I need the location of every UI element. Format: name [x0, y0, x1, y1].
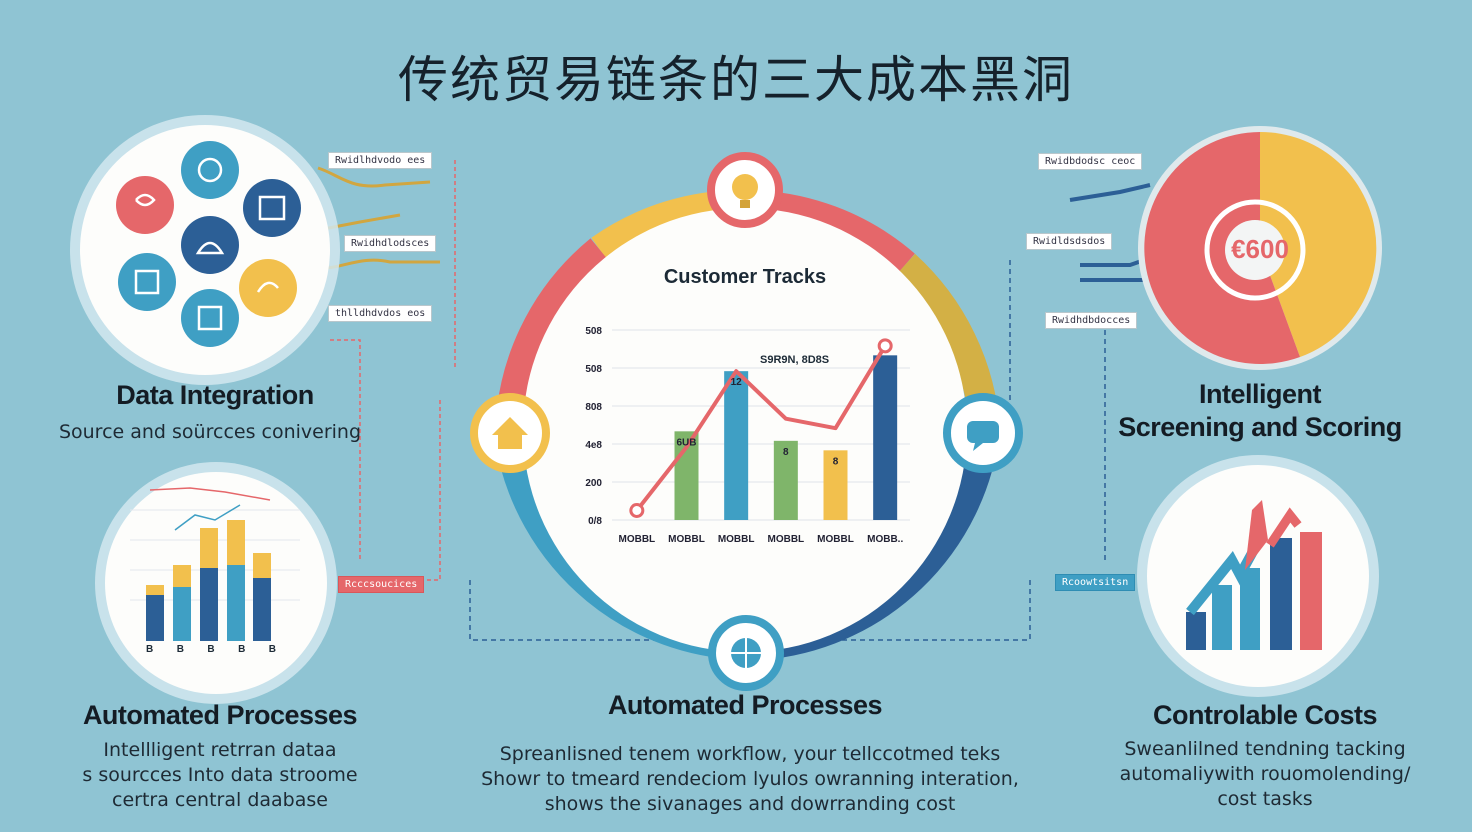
chart-x-tick: MOBBL [817, 534, 854, 545]
chart-data-label: 6UB [676, 437, 696, 448]
intelligent-tag-1: Rwidbdodsc ceoc [1038, 153, 1143, 170]
automated-left-bar-labels: B B B B B [146, 644, 276, 655]
desc-line: cost tasks [1217, 788, 1313, 810]
bar-label: B [238, 644, 246, 655]
chart-y-tick: 808 [585, 402, 602, 413]
data-integration-desc: Source and soürcces conivering [58, 421, 362, 443]
chart-title: Customer Tracks [663, 266, 827, 288]
intelligent-heading: Intelligent Screening and Scoring [1110, 378, 1410, 444]
desc-line: automaliywith rouomolending/ [1119, 763, 1411, 785]
house-icon [492, 417, 528, 449]
chart-y-tick: 508 [585, 326, 602, 337]
page-title: 传统贸易链条的三大成本黑洞 [398, 51, 1074, 109]
lightbulb-icon [732, 174, 758, 208]
chart-line-point [629, 503, 645, 518]
chart-line-point [877, 338, 893, 354]
chart-data-label: 8 [783, 447, 789, 458]
heading-line: Screening and Scoring [1118, 412, 1402, 442]
globe-node [708, 615, 784, 691]
heading-line: Intelligent [1199, 379, 1322, 409]
lightbulb-node [707, 152, 783, 228]
automated-center-desc: Spreanlisned tenem workflow, your tellcc… [470, 742, 1030, 817]
bar-label: B [268, 644, 276, 655]
automated-left-desc: Intellligent retrran dataa s sourcces In… [50, 738, 390, 813]
data-integration-tag-3: thlldhdvdos eos [328, 305, 433, 322]
chart-y-tick: 508 [585, 364, 602, 375]
globe-icon [731, 638, 761, 668]
chart-data-label: 8 [833, 456, 839, 467]
bar-label: B [146, 644, 154, 655]
controlable-desc: Sweanlilned tendning tacking automaliywi… [1085, 737, 1445, 812]
desc-line: Showr to tmeard rendeciom lyulos owranni… [481, 768, 1019, 790]
controlable-heading: Controlable Costs [1152, 700, 1378, 730]
automated-left-heading: Automated Processes [82, 700, 358, 730]
center-left-tag: Rcccsoucices [338, 576, 425, 593]
intelligent-tag-3: Rwidhdbdocces [1045, 312, 1138, 329]
chart-x-tick: MOBBL [718, 534, 755, 545]
desc-line: certra central daabase [112, 789, 328, 811]
chart-legend-text: S9R9N, 8D8S [760, 354, 830, 366]
house-node [470, 393, 550, 473]
controlable-tag: Rcoowtsitsn [1055, 574, 1136, 591]
desc-line: s sourcces Into data stroome [82, 764, 358, 786]
chat-icon [967, 421, 999, 451]
chart-bar [773, 440, 798, 520]
data-integration-heading: Data Integration [116, 380, 314, 410]
chart-line-series [635, 344, 887, 512]
desc-line: shows the sivanages and dowrranding cost [544, 793, 956, 815]
automated-center-heading: Automated Processes [607, 690, 883, 720]
chart-x-tick: MOBBL [668, 534, 705, 545]
bar-label: B [176, 644, 184, 655]
chart-x-tick: MOBBL [767, 534, 804, 545]
chart-y-tick: 4e8 [585, 440, 602, 451]
chart-x-tick: MOBBL [618, 534, 655, 545]
intelligent-tag-2: Rwidldsdsdos [1026, 233, 1113, 250]
chart-data-label: 12 [731, 377, 743, 388]
gauge-value: €600 [1231, 234, 1289, 264]
data-integration-tag-2: Rwidhdlodsces [344, 235, 437, 252]
chat-node [943, 393, 1023, 473]
desc-line: Spreanlisned tenem workflow, your tellcc… [499, 743, 1001, 765]
chart-bar [873, 355, 898, 520]
chart-bar [724, 371, 749, 520]
desc-line: Intellligent retrran dataa [103, 739, 337, 761]
bar-label: B [207, 644, 215, 655]
chart-bar [823, 450, 848, 520]
desc-line: Sweanlilned tendning tacking [1124, 738, 1406, 760]
chart-x-tick: MOBB.. [867, 534, 903, 545]
chart-y-tick: 200 [585, 478, 602, 489]
data-integration-tag-1: Rwidlhdvodo ees [328, 152, 433, 169]
chart-y-tick: 0/8 [588, 516, 602, 527]
